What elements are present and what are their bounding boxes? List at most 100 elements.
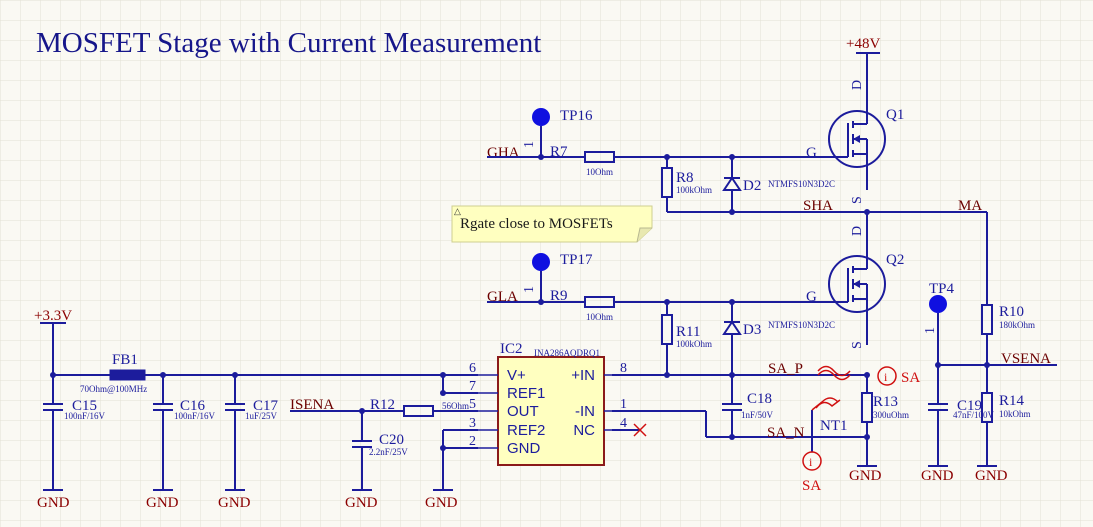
d2-value: NTMFS10N3D2C bbox=[768, 179, 835, 189]
q2-designator: Q2 bbox=[886, 252, 904, 268]
net-label-sha: SHA bbox=[803, 198, 833, 214]
ic2-pin-number: 4 bbox=[620, 416, 627, 431]
tp16-pin: 1 bbox=[522, 141, 537, 148]
net-label-sa-n: SA_N bbox=[767, 425, 805, 441]
r11-value: 100kOhm bbox=[676, 339, 712, 349]
ic2-pin-number: 1 bbox=[620, 397, 627, 412]
design-note: △ Rgate close to MOSFETs bbox=[451, 205, 653, 243]
ic2-pin-name: REF2 bbox=[507, 422, 545, 439]
c16-value: 100nF/16V bbox=[174, 411, 216, 421]
net-label-isena: ISENA bbox=[290, 397, 334, 413]
testpoint-tp16[interactable] bbox=[532, 108, 550, 126]
ic2-designator: IC2 bbox=[500, 341, 523, 357]
sheet-title: MOSFET Stage with Current Measurement bbox=[36, 27, 541, 59]
q2-drain-label: D bbox=[850, 226, 865, 236]
power-48v: +48V bbox=[846, 36, 880, 100]
svg-text:i: i bbox=[809, 455, 813, 469]
ic2-pin-name: REF1 bbox=[507, 385, 545, 402]
tp4-pin: 1 bbox=[923, 327, 938, 334]
gnd-label-c16: GND bbox=[146, 495, 179, 511]
c17-designator: C17 bbox=[253, 398, 279, 414]
ic2-pin-number: 3 bbox=[469, 416, 476, 431]
ic2-body[interactable] bbox=[497, 356, 605, 466]
c18-designator: C18 bbox=[747, 391, 772, 407]
c15-designator: C15 bbox=[72, 398, 97, 414]
c20-value: 2.2nF/25V bbox=[369, 447, 408, 457]
q1-drain-label: D bbox=[850, 80, 865, 90]
info-icon-bottom bbox=[802, 451, 822, 471]
sa-tag-bottom: SA bbox=[802, 478, 821, 494]
tp17-label: TP17 bbox=[560, 252, 593, 268]
c16-designator: C16 bbox=[180, 398, 206, 414]
r13-designator: R13 bbox=[873, 394, 898, 410]
ic2-pin-number: 8 bbox=[620, 361, 627, 376]
ic2-pin-number: 2 bbox=[469, 434, 476, 449]
gate-drive-high: GHA R7 10Ohm TP16 1 R8 100kOhm D2 NTMFS1… bbox=[487, 108, 987, 215]
power-label-33v: +3.3V bbox=[34, 308, 72, 324]
ic2-pin-name: OUT bbox=[507, 403, 539, 420]
net-label-vsena: VSENA bbox=[1001, 351, 1051, 367]
q1-gate-label: G bbox=[806, 145, 817, 161]
ic2-pin-number: 7 bbox=[469, 379, 476, 394]
q2-source-label: S bbox=[850, 341, 865, 349]
c17-value: 1uF/25V bbox=[245, 411, 278, 421]
supply-33v: +3.3V FB1 70Ohm@100MHz C15 100nF/16V GND… bbox=[34, 308, 478, 511]
ic2-pin-name: -IN bbox=[575, 403, 595, 420]
gnd-label-c17: GND bbox=[218, 495, 251, 511]
tp16-label: TP16 bbox=[560, 108, 593, 124]
q1-source-label: S bbox=[850, 196, 865, 204]
ic2-pin-name: GND bbox=[507, 440, 541, 457]
power-label-48v: +48V bbox=[846, 36, 880, 52]
q2-gate-label: G bbox=[806, 289, 817, 305]
mosfet-q1[interactable]: Q1 G D S bbox=[806, 80, 904, 204]
r7-value: 10Ohm bbox=[586, 167, 613, 177]
vsena-divider: R10 180kOhm VSENA R14 10kOhm GND TP4 1 C… bbox=[921, 212, 1057, 484]
svg-text:△: △ bbox=[454, 206, 461, 216]
testpoint-tp4[interactable] bbox=[929, 295, 947, 313]
r8-value: 100kOhm bbox=[676, 185, 712, 195]
r11-designator: R11 bbox=[676, 324, 700, 340]
gnd-label-r13: GND bbox=[849, 468, 882, 484]
d2-designator: D2 bbox=[743, 178, 761, 194]
mosfet-q2[interactable]: Q2 G D S bbox=[806, 212, 904, 349]
note-text: Rgate close to MOSFETs bbox=[460, 216, 613, 232]
c19-value: 47nF/100V bbox=[953, 410, 995, 420]
ic2-pin-name: +IN bbox=[571, 367, 595, 384]
net-label-sa-p: SA_P bbox=[768, 361, 803, 377]
r14-designator: R14 bbox=[999, 393, 1025, 409]
c19-designator: C19 bbox=[957, 398, 982, 414]
ic2-pin-name: V+ bbox=[507, 367, 526, 384]
r9-value: 10Ohm bbox=[586, 312, 613, 322]
c15-value: 100nF/16V bbox=[64, 411, 106, 421]
d3-designator: D3 bbox=[743, 322, 761, 338]
ic2-pin-number: 5 bbox=[469, 397, 476, 412]
info-icon bbox=[877, 366, 897, 386]
r10-designator: R10 bbox=[999, 304, 1024, 320]
r7-designator: R7 bbox=[550, 144, 568, 160]
r10-value: 180kOhm bbox=[999, 320, 1035, 330]
r12-designator: R12 bbox=[370, 397, 395, 413]
fb1-designator: FB1 bbox=[112, 352, 138, 368]
r8-designator: R8 bbox=[676, 170, 694, 186]
gnd-label-ic2: GND bbox=[425, 495, 458, 511]
q1-designator: Q1 bbox=[886, 107, 904, 123]
gnd-label-c20: GND bbox=[345, 495, 378, 511]
net-label-gha: GHA bbox=[487, 145, 520, 161]
c20-designator: C20 bbox=[379, 432, 404, 448]
shunt-section: SA_P i SA R13 300uOhm GND C18 1nF/50V SA… bbox=[612, 361, 920, 494]
r9-designator: R9 bbox=[550, 288, 568, 304]
sa-tag-right: SA bbox=[901, 370, 920, 386]
r12-value: 56Ohm bbox=[442, 401, 469, 411]
testpoint-tp17[interactable] bbox=[532, 253, 550, 271]
ic2-pin-number: 6 bbox=[469, 361, 476, 376]
gnd-label-c15: GND bbox=[37, 495, 70, 511]
r13-value: 300uOhm bbox=[873, 410, 909, 420]
ferrite-fb1[interactable] bbox=[109, 369, 146, 381]
ic2-pin-name: NC bbox=[573, 422, 595, 439]
fb1-value: 70Ohm@100MHz bbox=[80, 384, 147, 394]
svg-text:i: i bbox=[884, 370, 888, 384]
net-label-ma: MA bbox=[958, 198, 982, 214]
nt1-designator: NT1 bbox=[820, 418, 848, 434]
